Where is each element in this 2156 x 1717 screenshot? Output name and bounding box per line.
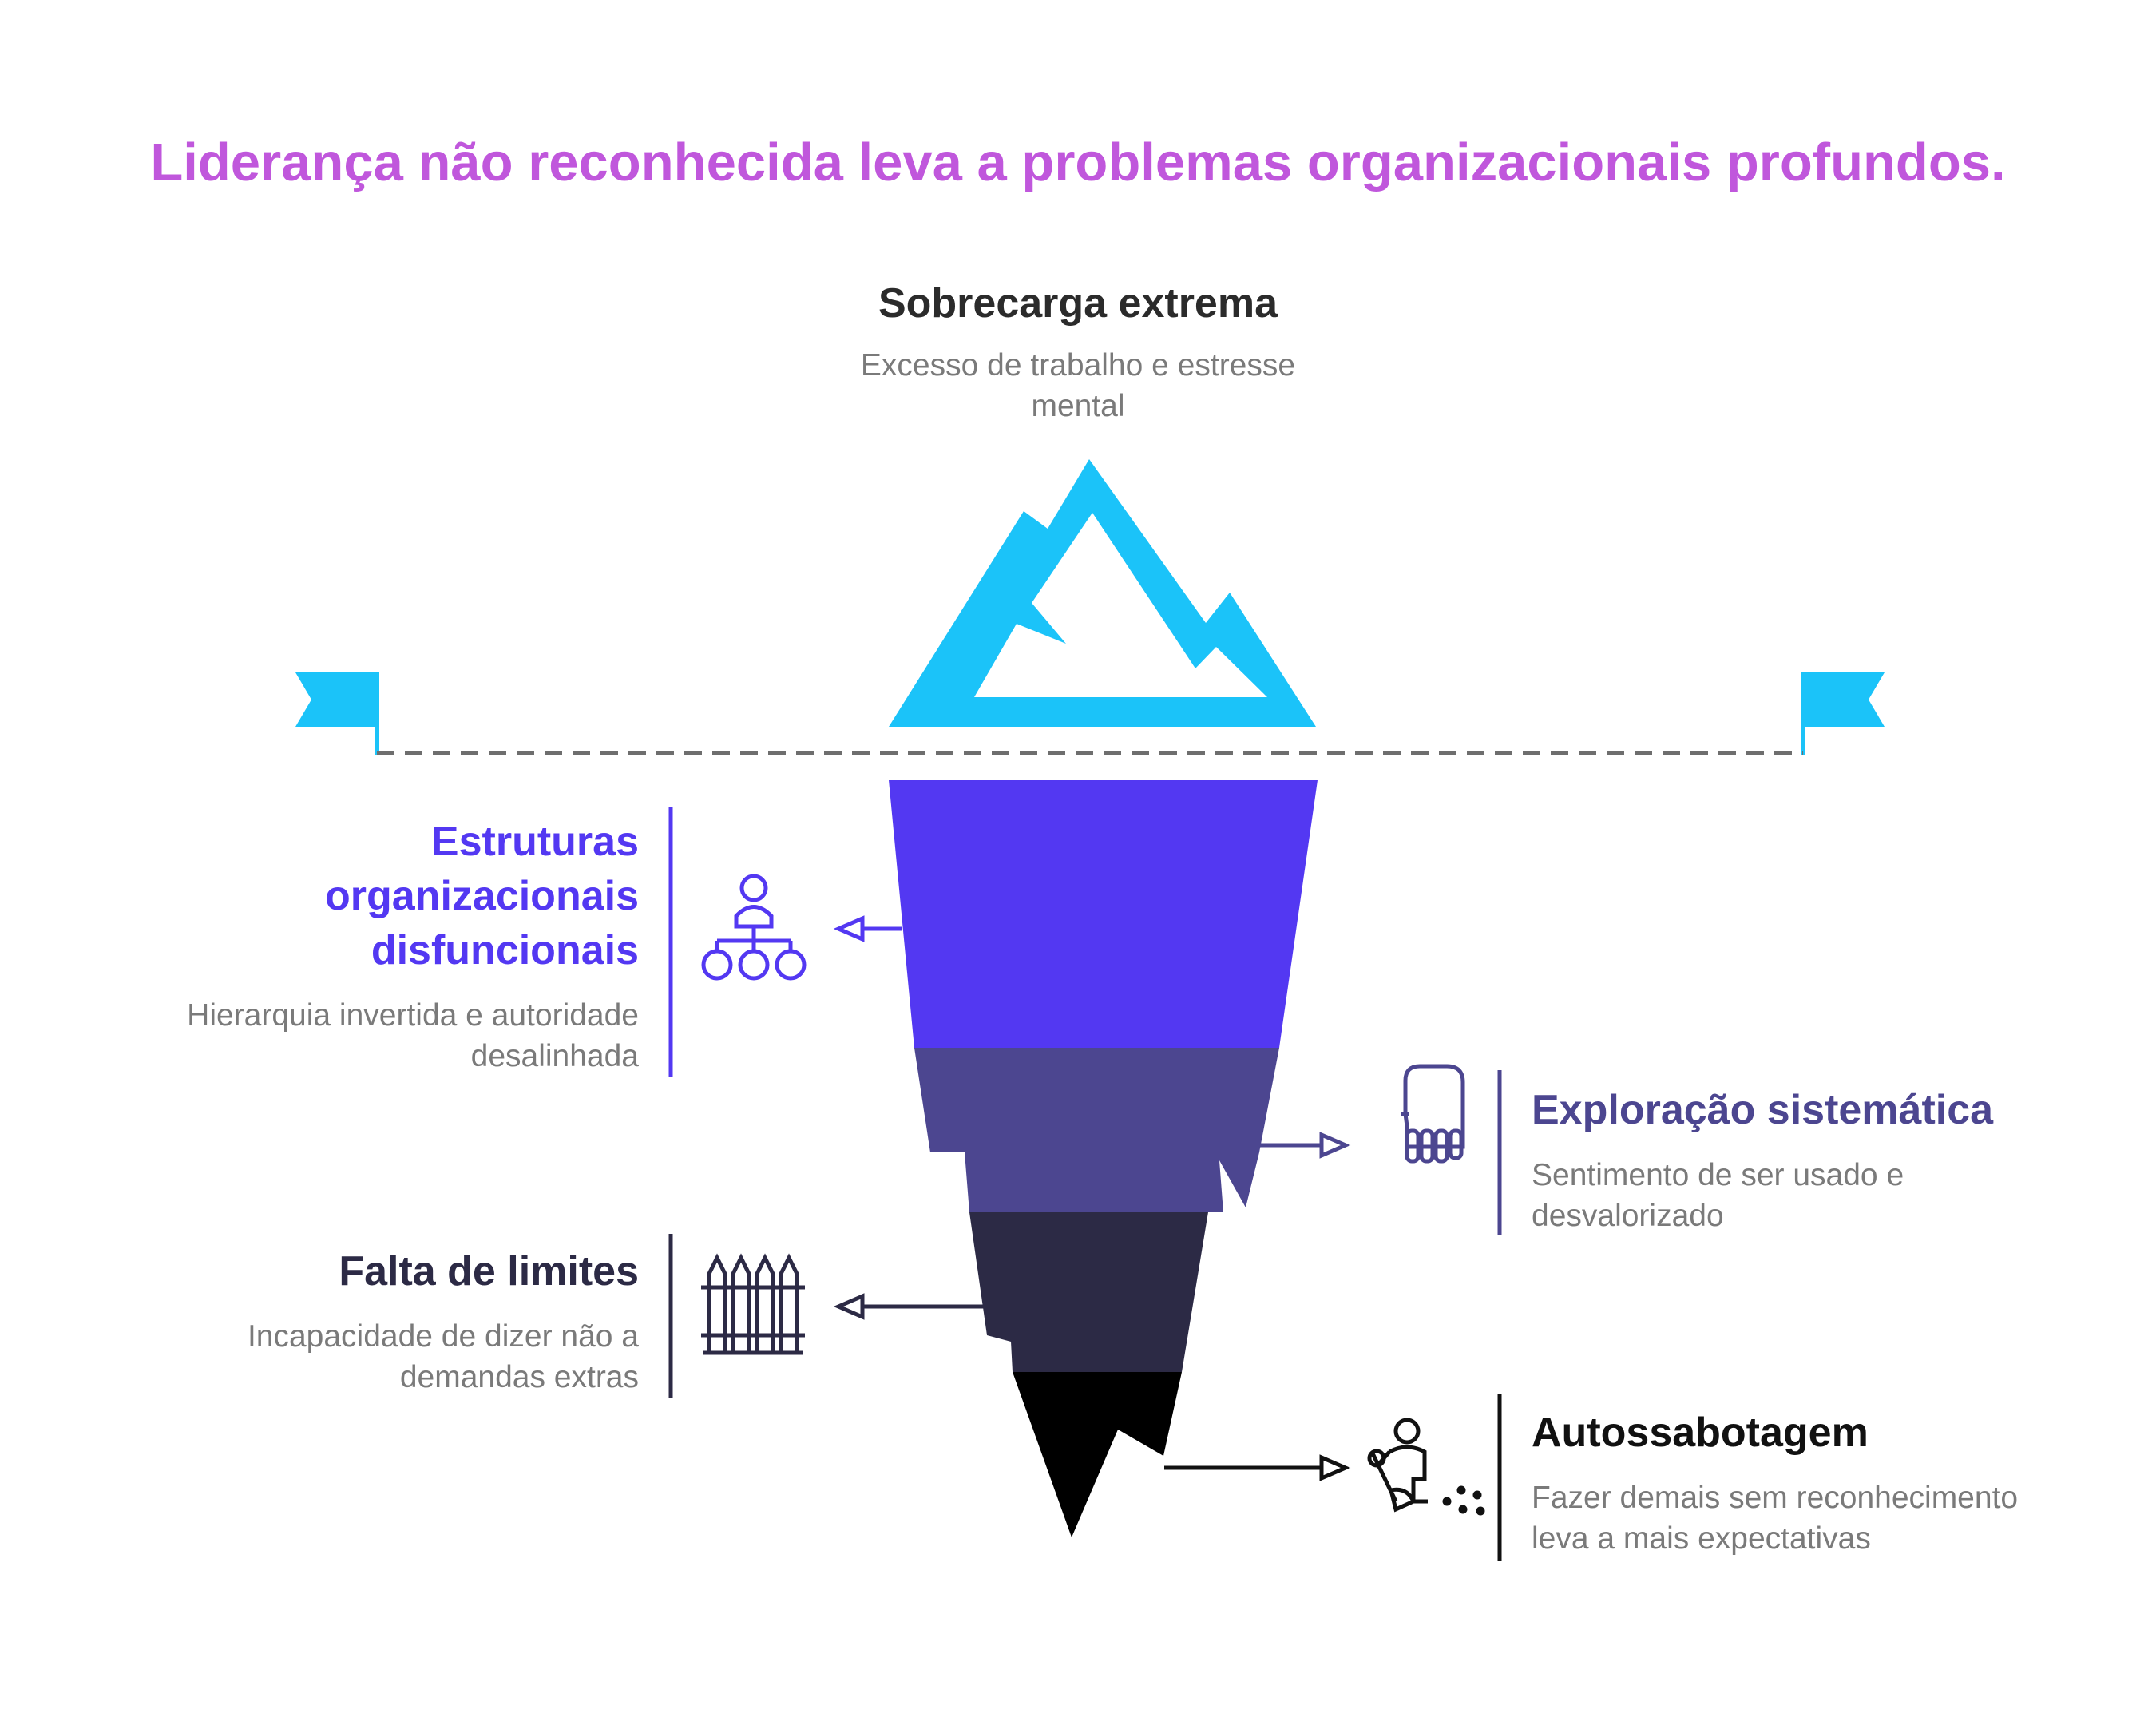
layer-3-description: Incapacidade de dizer não a demandas ext… — [247, 1319, 639, 1394]
diagram-title: Liderança não reconhecida leva a problem… — [150, 133, 2006, 192]
iceberg-layer-4 — [1013, 1372, 1182, 1537]
arrow-layer-1 — [833, 915, 902, 942]
layer-4-description: Fazer demais sem reconhecimento leva a m… — [1532, 1481, 2019, 1556]
top-heading: Sobrecarga extrema — [878, 280, 1278, 327]
left-flag-icon — [295, 672, 379, 755]
fence-icon — [701, 1253, 805, 1355]
iceberg-layer-2 — [914, 1048, 1279, 1212]
person-digging-icon — [1367, 1418, 1485, 1516]
layer-1-heading: Estruturas organizacionais disfuncionais — [325, 819, 639, 973]
iceberg-layer-3 — [969, 1212, 1208, 1372]
top-label: Sobrecarga extrema Excesso de trabalho e… — [838, 276, 1318, 426]
right-flag-icon — [1801, 672, 1885, 755]
top-description: Excesso de trabalho e estresse mental — [860, 348, 1296, 423]
layer-2-description: Sentimento de ser usado e desvalorizado — [1532, 1158, 1904, 1233]
hand-icon — [1401, 1064, 1465, 1164]
org-chart-icon — [701, 874, 807, 981]
iceberg-tip — [889, 459, 1316, 727]
layer-4-heading: Autossabotagem — [1532, 1410, 1869, 1456]
arrow-layer-3 — [833, 1293, 984, 1320]
arrow-layer-2 — [1260, 1132, 1351, 1159]
layer-2-heading: Exploração sistemática — [1532, 1087, 1994, 1133]
layer-3-label: Falta de limites Incapacidade de dizer n… — [120, 1244, 639, 1398]
layer-2-label: Exploração sistemática Sentimento de ser… — [1532, 1083, 2083, 1236]
layer-1-label: Estruturas organizacionais disfuncionais… — [120, 815, 639, 1077]
iceberg-layer-1 — [889, 780, 1318, 1048]
layer-3-heading: Falta de limites — [339, 1248, 639, 1295]
arrow-layer-4 — [1164, 1454, 1351, 1481]
layer-1-description: Hierarquia invertida e autoridade desali… — [187, 998, 639, 1073]
layer-4-label: Autossabotagem Fazer demais sem reconhec… — [1532, 1406, 2083, 1559]
